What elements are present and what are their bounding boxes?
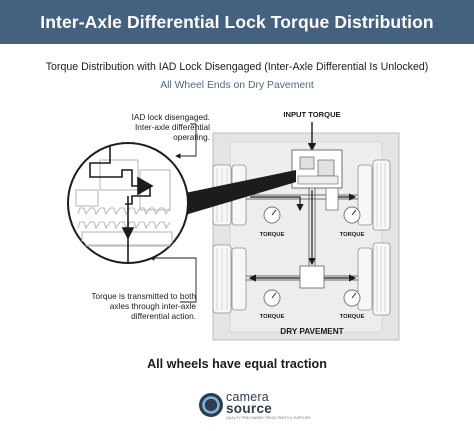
callout-top-line-3: operating. [173,132,210,142]
diagram-subtitle: Torque Distribution with IAD Lock Diseng… [45,61,429,73]
page-title: Inter-Axle Differential Lock Torque Dist… [40,12,434,32]
callout-bottom: Torque is transmitted to both axles thro… [56,291,196,321]
dry-pavement-label: DRY PAVEMENT [280,327,343,336]
torque-gauge-front-right [343,206,361,224]
camera-source-logo: camera source QUALITY PRE-OWNED TRUCK PA… [199,389,310,423]
diagram-condition: All Wheel Ends on Dry Pavement [160,80,314,91]
callout-top: IAD lock disengaged. Inter-axle differen… [92,112,210,142]
callout-bottom-line-3: differential action. [131,311,196,321]
header-bar: Inter-Axle Differential Lock Torque Dist… [0,0,474,44]
camera-source-logo-icon [199,393,223,417]
logo-word-camera: camera [226,390,269,404]
tire-rear-right-inner [357,247,373,311]
torque-label-front-right: TORQUE [340,232,365,238]
torque-gauge-rear-right [343,289,361,307]
zoom-pointer [185,170,296,215]
callout-bottom-line-1: Torque is transmitted to both [91,291,196,301]
callout-top-line-2: Inter-axle differential [134,122,210,132]
torque-label-rear-right: TORQUE [340,314,365,320]
tire-rear-left-inner [231,247,247,311]
callout-bottom-leader [149,255,197,303]
magnified-differential-inset [67,142,189,264]
callout-top-leader [175,123,197,159]
input-torque-label: INPUT TORQUE [283,110,340,119]
tire-front-right-outer [372,159,391,231]
logo-word-source: source [226,401,273,416]
torque-gauge-front-left [263,206,281,224]
torque-gauge-rear-left [263,289,281,307]
logo-tagline: QUALITY PRE-OWNED TRUCK PARTS & SUPPLIES [226,416,311,420]
callout-bottom-line-2: axles through inter-axle [109,301,196,311]
callout-top-line-1: IAD lock disengaged. [131,112,210,122]
tire-rear-right-outer [372,242,391,316]
equal-traction-caption: All wheels have equal traction [147,357,327,371]
torque-label-rear-left: TORQUE [260,314,285,320]
torque-label-front-left: TORQUE [260,232,285,238]
tire-rear-left-outer [212,244,232,314]
driveline [291,122,343,289]
